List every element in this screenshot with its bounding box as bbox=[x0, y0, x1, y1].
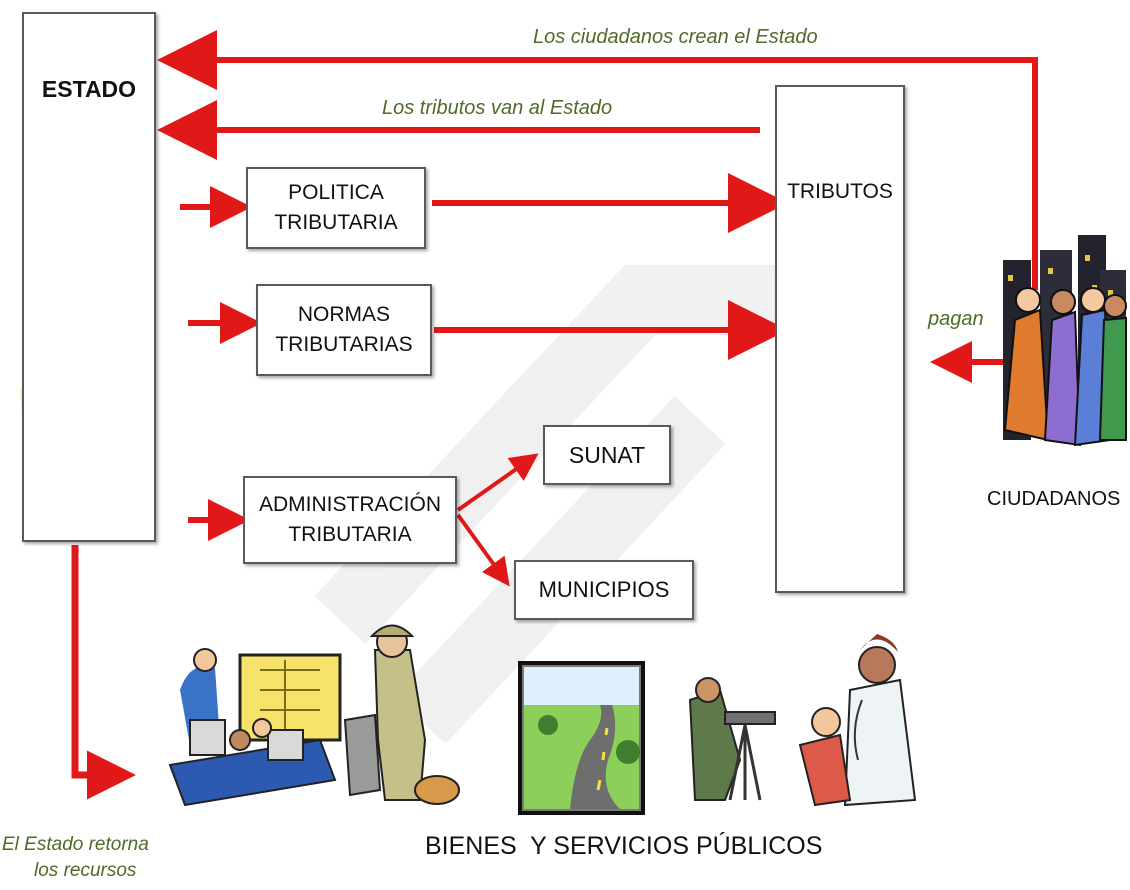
normas-line2: TRIBUTARIAS bbox=[275, 333, 413, 356]
estado-label: ESTADO bbox=[41, 76, 137, 102]
ciudadanos-label: CIUDADANOS bbox=[987, 488, 1121, 510]
politica-line1: POLITICA bbox=[288, 181, 384, 204]
tributos-label: TRIBUTOS bbox=[787, 180, 893, 203]
surveyor-clipart bbox=[688, 677, 776, 801]
note-ciudadanos-crean: Los ciudadanos crean el Estado bbox=[533, 26, 818, 48]
arrow-administracion-to-municipios bbox=[456, 513, 510, 587]
note-retorna-line2: los recursos bbox=[34, 860, 137, 881]
classroom-clipart bbox=[168, 648, 342, 807]
note-retorna-line1: El Estado retorna bbox=[2, 834, 149, 855]
administracion-line2: TRIBUTARIA bbox=[288, 523, 412, 546]
sunat-box: SUNAT bbox=[543, 425, 671, 485]
sunat-label: SUNAT bbox=[568, 442, 646, 468]
bienes-servicios-label: BIENES Y SERVICIOS PÚBLICOS bbox=[425, 832, 823, 860]
administracion-tributaria-box: ADMINISTRACIÓN TRIBUTARIA bbox=[243, 476, 457, 564]
estado-box: ESTADO bbox=[22, 12, 156, 542]
politica-line2: TRIBUTARIA bbox=[274, 211, 398, 234]
doctor-clipart bbox=[798, 634, 917, 807]
normas-tributarias-box: NORMAS TRIBUTARIAS bbox=[256, 284, 432, 376]
note-estado-retorna: El Estado retorna los recursos bbox=[2, 832, 149, 884]
arrow-crean-estado bbox=[157, 30, 1038, 290]
administracion-line1: ADMINISTRACIÓN bbox=[258, 493, 441, 516]
road-clipart bbox=[518, 661, 645, 815]
municipios-label: MUNICIPIOS bbox=[538, 577, 670, 602]
note-tributos-van: Los tributos van al Estado bbox=[382, 97, 613, 119]
note-pagan: pagan bbox=[928, 308, 984, 330]
municipios-box: MUNICIPIOS bbox=[514, 560, 694, 620]
politica-tributaria-box: POLITICA TRIBUTARIA bbox=[246, 167, 426, 249]
citizens-clipart bbox=[1003, 235, 1127, 447]
tributos-box: TRIBUTOS bbox=[775, 85, 905, 593]
sanitation-worker-clipart bbox=[343, 624, 460, 805]
arrow-administracion-to-sunat bbox=[456, 453, 539, 512]
normas-line1: NORMAS bbox=[297, 303, 391, 326]
arrow-estado-retorna bbox=[71, 545, 136, 800]
